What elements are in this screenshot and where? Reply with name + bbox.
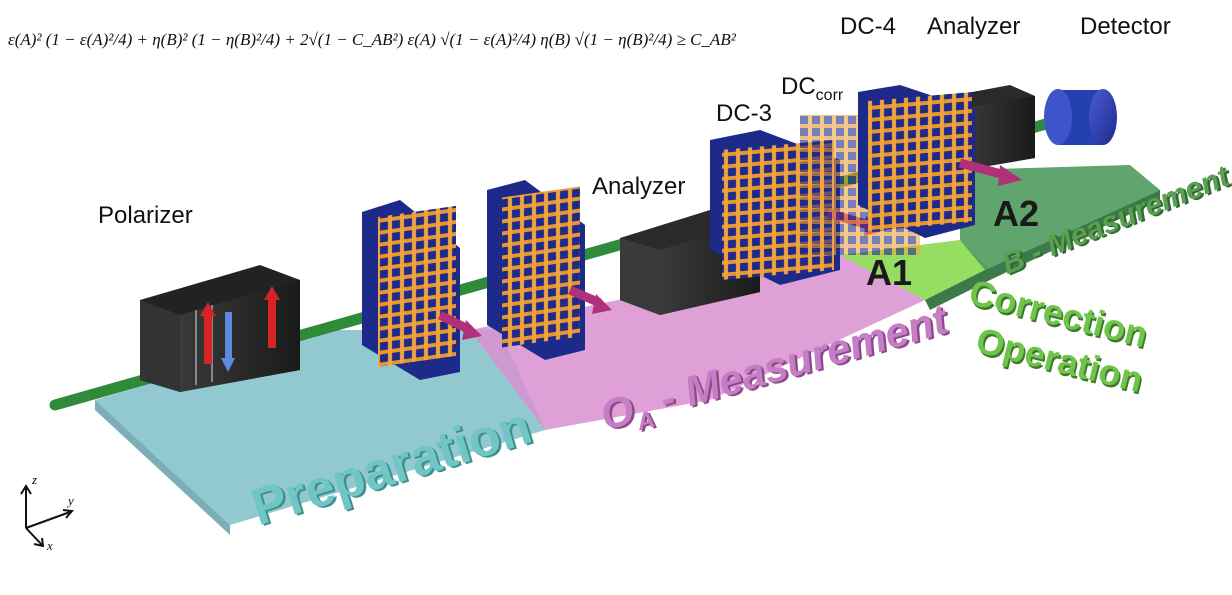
- axis-indicator: [20, 484, 74, 548]
- detector-cylinder: [1044, 89, 1117, 145]
- label-detector: Detector: [1080, 13, 1171, 40]
- label-dc3: DC-3: [716, 100, 773, 127]
- label-dccorr-main: DC: [781, 73, 816, 100]
- coil-dc4: [858, 85, 1022, 238]
- label-analyzer-1: Analyzer: [592, 173, 686, 200]
- axis-x-label: x: [47, 538, 53, 553]
- polarizer-box: [140, 265, 300, 392]
- b-measurement-plate: [960, 165, 1160, 270]
- inequality-formula: ε(A)² (1 − ε(A)²/4) + η(B)² (1 − η(B)²/4…: [8, 8, 838, 72]
- coil-dc2: [487, 180, 612, 360]
- axis-y-label: y: [68, 493, 74, 508]
- label-dc4: DC-4: [840, 13, 897, 40]
- label-analyzer-2: Analyzer: [927, 13, 1021, 40]
- label-a2: A2: [993, 193, 1040, 234]
- label-a1: A1: [866, 252, 913, 293]
- label-polarizer: Polarizer: [98, 202, 193, 229]
- label-dccorr: DCcorr: [781, 73, 843, 105]
- label-dccorr-sub: corr: [815, 86, 844, 104]
- oa-measurement-plate: [470, 255, 925, 430]
- coil-dc1: [362, 200, 482, 380]
- axis-z-label: z: [32, 472, 38, 487]
- formula-text: ε(A)² (1 − ε(A)²/4) + η(B)² (1 − η(B)²/4…: [8, 30, 736, 49]
